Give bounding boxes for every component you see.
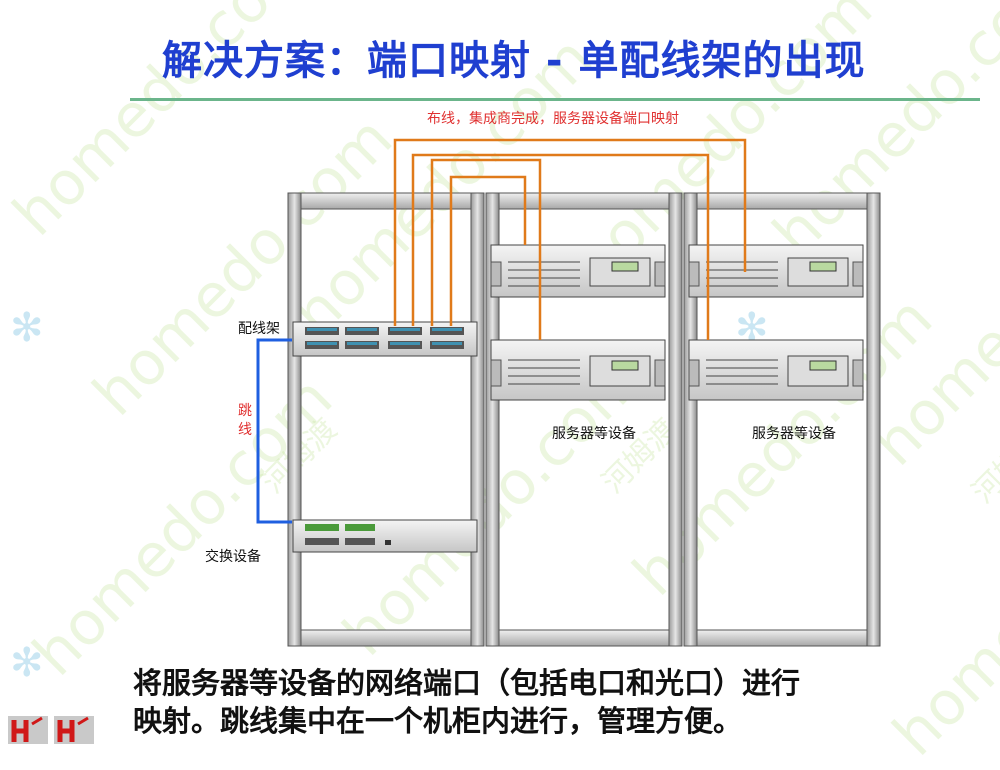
server-unit (490, 339, 666, 401)
flower-icon: ✻ (10, 305, 44, 351)
slide-caption: 将服务器等设备的网络端口（包括电口和光口）进行 映射。跳线集中在一个机柜内进行，… (133, 664, 953, 740)
jumper-label: 线 (238, 422, 252, 438)
flower-icon: ✻ (10, 640, 44, 686)
switch-label: 交换设备 (205, 548, 261, 565)
rack-right (683, 192, 881, 647)
patch-panel-label: 配线架 (238, 321, 280, 337)
top-note-label: 布线，集成商完成，服务器设备端口映射 (427, 110, 679, 127)
caption-line: 将服务器等设备的网络端口（包括电口和光口）进行 (133, 666, 801, 700)
rack-middle (485, 192, 683, 647)
server-unit (490, 244, 666, 298)
rack-left (287, 192, 485, 647)
cable-line (393, 138, 747, 326)
patch-panel (292, 321, 478, 357)
server-unit (688, 244, 864, 298)
caption-line: 映射。跳线集中在一个机柜内进行，管理方便。 (133, 704, 743, 738)
slide-title: 解决方案：端口映射 - 单配线架的出现 (162, 38, 866, 84)
server-unit (688, 339, 864, 401)
cable-line (430, 158, 542, 340)
brand-logo (8, 716, 94, 744)
mapping-cables (393, 138, 747, 340)
jumper-label: 跳 (238, 403, 252, 419)
title-divider (130, 98, 980, 101)
server-label-left: 服务器等设备 (552, 425, 636, 442)
cable-line (449, 175, 527, 326)
cable-line (411, 153, 710, 340)
server-label-right: 服务器等设备 (752, 425, 836, 442)
rack-diagram: 布线，集成商完成，服务器设备端口映射 配线架 跳 线 交换设备 服务器等设备 服… (205, 110, 881, 647)
switch-device (292, 519, 478, 553)
jumper-cable (256, 338, 292, 524)
